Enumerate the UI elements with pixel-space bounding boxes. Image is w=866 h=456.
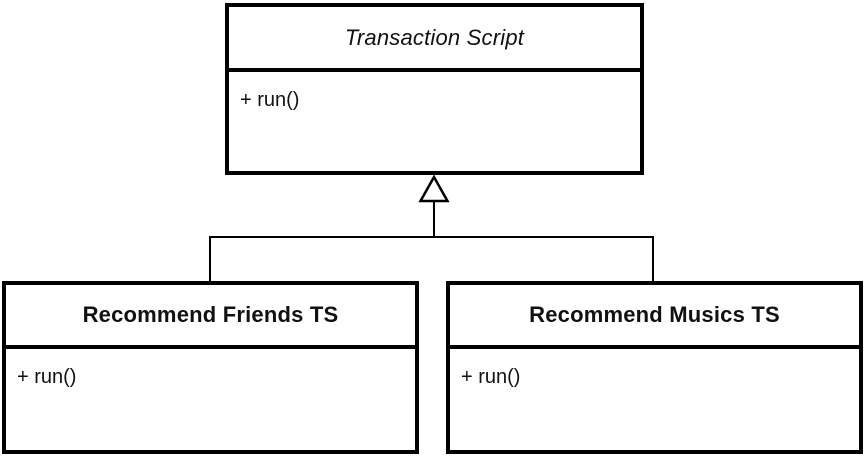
class-box-recommend-musics-ts: Recommend Musics TS + run() <box>446 281 863 454</box>
class-box-transaction-script: Transaction Script + run() <box>225 3 644 175</box>
class-methods-compartment: + run() <box>450 349 859 450</box>
class-methods-compartment: + run() <box>229 72 640 171</box>
method-label: + run() <box>461 366 521 388</box>
connector-line <box>209 236 654 282</box>
class-name-transaction-script: Transaction Script <box>229 7 640 72</box>
class-name-recommend-friends-ts: Recommend Friends TS <box>6 285 415 349</box>
class-box-recommend-friends-ts: Recommend Friends TS + run() <box>2 281 419 454</box>
method-label: + run() <box>240 89 300 111</box>
method-label: + run() <box>17 366 77 388</box>
class-name-recommend-musics-ts: Recommend Musics TS <box>450 285 859 349</box>
class-methods-compartment: + run() <box>6 349 415 450</box>
generalization-arrowhead-icon <box>418 174 450 203</box>
